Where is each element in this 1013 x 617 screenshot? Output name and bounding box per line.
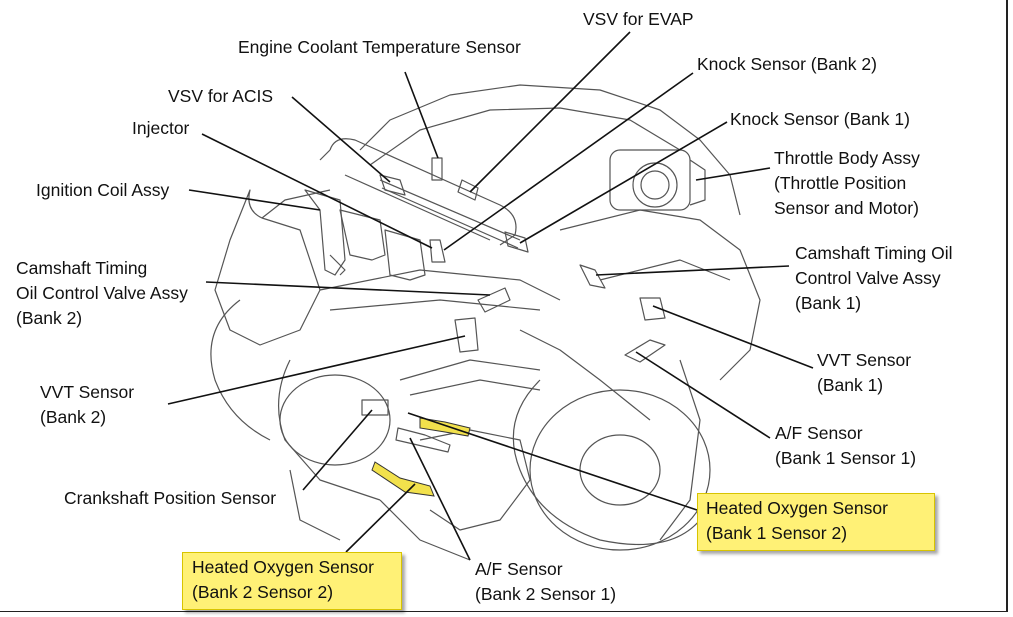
highlight-box-ho2-bank-2: Heated Oxygen Sensor (Bank 2 Sensor 2) [182, 552, 402, 610]
label-throttle-body-assy: Throttle Body Assy (Throttle Position Se… [774, 146, 920, 221]
label-heated-oxygen-sensor-bank-2-sensor-2: Heated Oxygen Sensor (Bank 2 Sensor 2) [183, 553, 401, 605]
label-line: Heated Oxygen Sensor [192, 557, 374, 577]
label-line: (Bank 1) [817, 375, 884, 395]
label-crankshaft-position-sensor: Crankshaft Position Sensor [64, 488, 277, 508]
label-line: Heated Oxygen Sensor [706, 498, 888, 518]
ho2-bank1-sensor-shape [419, 417, 471, 437]
label-line: Throttle Body Assy [774, 148, 920, 168]
label-line: Control Valve Assy [795, 268, 941, 288]
label-line: (Bank 2 Sensor 2) [192, 582, 334, 602]
label-knock-sensor-bank-2: Knock Sensor (Bank 2) [697, 54, 877, 74]
label-af-sensor-bank-1: A/F Sensor (Bank 1 Sensor 1) [775, 421, 916, 471]
label-line: Camshaft Timing [16, 258, 148, 278]
label-line: (Bank 2) [40, 407, 107, 427]
label-line: Oil Control Valve Assy [16, 283, 188, 303]
label-line: Camshaft Timing Oil [795, 243, 953, 263]
label-engine-coolant-temperature-sensor: Engine Coolant Temperature Sensor [238, 37, 521, 57]
label-camshaft-timing-ocv-bank-1: Camshaft Timing Oil Control Valve Assy (… [795, 241, 953, 316]
engine-drawing [210, 84, 761, 561]
label-line: (Bank 2) [16, 308, 83, 328]
label-knock-sensor-bank-1: Knock Sensor (Bank 1) [730, 109, 910, 129]
leader-lines [167, 31, 814, 561]
label-vvt-sensor-bank-1: VVT Sensor (Bank 1) [817, 348, 911, 398]
highlight-box-ho2-bank-1: Heated Oxygen Sensor (Bank 1 Sensor 2) [697, 493, 935, 551]
label-line: VVT Sensor [40, 382, 135, 402]
label-vvt-sensor-bank-2: VVT Sensor (Bank 2) [40, 380, 134, 430]
label-line: (Bank 1) [795, 293, 862, 313]
label-line: A/F Sensor [775, 423, 863, 443]
highlighted-sensors [371, 417, 471, 497]
label-line: (Bank 2 Sensor 1) [475, 584, 617, 604]
label-injector: Injector [132, 118, 190, 138]
ho2-bank2-sensor-shape [371, 461, 435, 497]
label-line: A/F Sensor [475, 559, 563, 579]
label-heated-oxygen-sensor-bank-1-sensor-2: Heated Oxygen Sensor (Bank 1 Sensor 2) [698, 494, 934, 546]
label-camshaft-timing-ocv-bank-2: Camshaft Timing Oil Control Valve Assy (… [16, 256, 188, 331]
label-line: VVT Sensor [817, 350, 912, 370]
label-vsv-acis: VSV for ACIS [168, 86, 274, 106]
label-line: (Bank 1 Sensor 2) [706, 523, 848, 543]
label-line: Sensor and Motor) [774, 198, 919, 218]
label-line: (Bank 1 Sensor 1) [775, 448, 917, 468]
label-af-sensor-bank-2: A/F Sensor (Bank 2 Sensor 1) [475, 557, 616, 607]
label-ignition-coil-assy: Ignition Coil Assy [36, 180, 170, 200]
label-vsv-evap: VSV for EVAP [583, 9, 694, 29]
label-line: (Throttle Position [774, 173, 907, 193]
